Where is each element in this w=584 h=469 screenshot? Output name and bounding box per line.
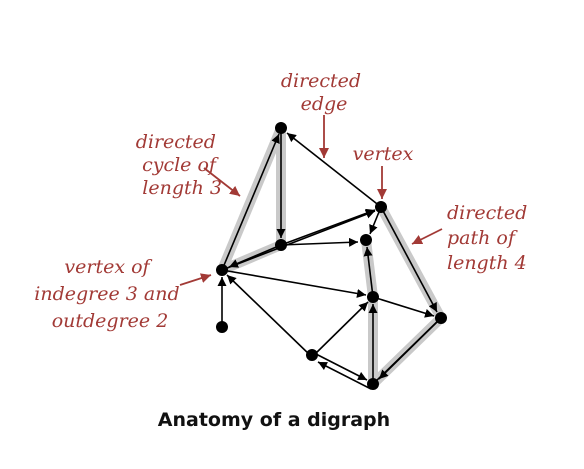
vertex-label: vertex: [353, 143, 414, 165]
directed-cycle-label: directed cycle of length 3: [136, 131, 222, 199]
directed-cycle-pointer: [203, 167, 241, 197]
edge: [313, 352, 368, 381]
edge: [226, 274, 313, 358]
figure-caption: Anatomy of a digraph: [158, 409, 390, 431]
vertex: [435, 312, 447, 324]
edge: [280, 237, 359, 247]
vertex: [306, 349, 318, 361]
edge: [280, 208, 376, 246]
directed-path-pointer: [411, 228, 443, 245]
annotation-line: cycle of: [142, 154, 219, 176]
edge-layer: [217, 128, 442, 390]
vertex: [367, 291, 379, 303]
annotation-line: length 3: [142, 177, 222, 199]
vertex: [375, 201, 387, 213]
vertex: [367, 378, 379, 390]
vertex: [216, 321, 228, 333]
edge: [311, 301, 369, 358]
annotation-line: directed: [136, 131, 216, 153]
edge: [221, 269, 367, 298]
vertex-indegree-3: [216, 264, 228, 276]
annotation-line: edge: [301, 93, 348, 115]
annotation-line: vertex: [353, 143, 414, 165]
directed-edge: [286, 132, 382, 208]
edge: [372, 317, 442, 385]
annotation-line: directed: [447, 202, 527, 224]
annotation-line: length 4: [447, 252, 527, 274]
edge: [317, 361, 372, 390]
annotation-line: indegree 3 and: [34, 283, 179, 305]
edge: [380, 206, 438, 313]
annotation-arrows: [179, 115, 443, 286]
vertex: [275, 122, 287, 134]
vertex-degree-label: vertex of indegree 3 and outdegree 2: [34, 256, 185, 332]
directed-path-label: directed path of length 4: [447, 202, 533, 274]
annotation-line: directed: [281, 70, 361, 92]
vertex: [275, 239, 287, 251]
vertex: [360, 234, 372, 246]
annotation-line: path of: [447, 227, 518, 249]
annotation-line: vertex of: [64, 256, 152, 278]
vertex-layer: [216, 122, 447, 390]
edge: [221, 210, 376, 271]
edge: [363, 246, 374, 298]
edge: [221, 133, 280, 271]
edge: [372, 296, 435, 318]
directed-edge-label: directed edge: [281, 70, 367, 115]
vertex-degree-pointer: [179, 273, 212, 286]
annotation-line: outdegree 2: [52, 310, 169, 332]
